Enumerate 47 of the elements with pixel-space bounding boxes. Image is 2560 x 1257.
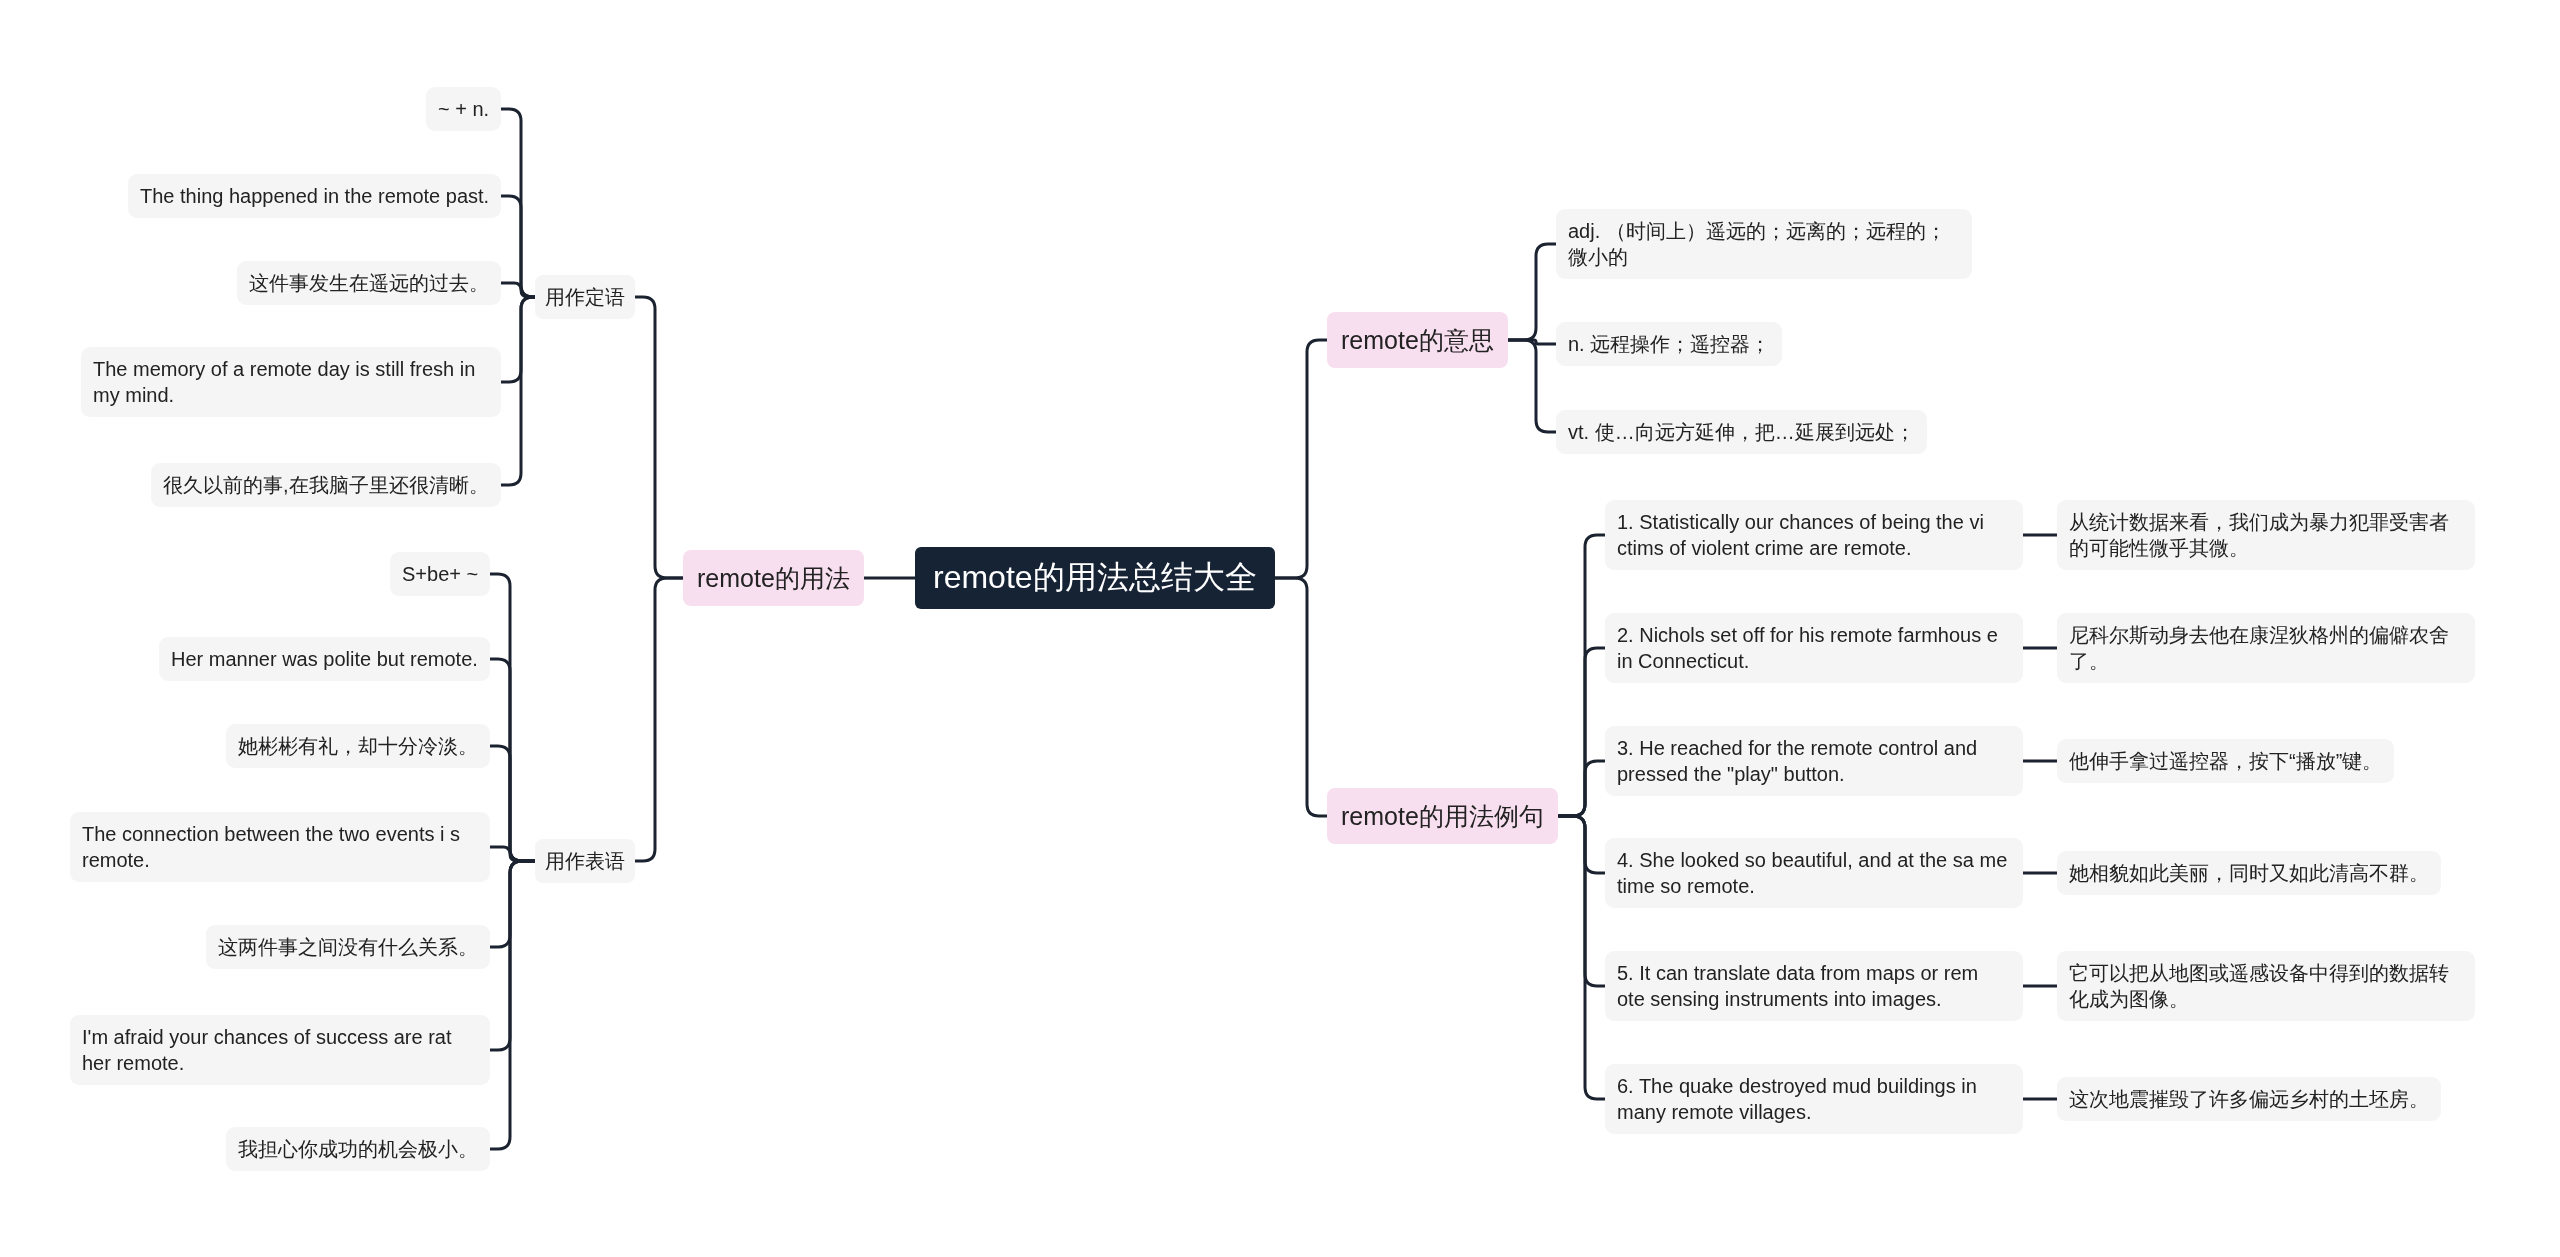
leaf-topic: 他伸手拿过遥控器，按下“播放”键。 <box>2057 739 2395 783</box>
leaf-topic: 6. The quake destroyed mud buildings in many remote villages. <box>1605 1064 2023 1134</box>
branch-topic: remote的意思 <box>1327 311 1508 368</box>
leaf-topic: 她相貌如此美丽，同时又如此清高不群。 <box>2057 851 2441 895</box>
subtopic: 用作表语 <box>535 839 635 883</box>
connector-line <box>2023 759 2057 763</box>
leaf-topic: 从统计数据来看，我们成为暴力犯罪受害者的可能性微乎其微。 <box>2057 500 2475 570</box>
leaf-topic: I'm afraid your chances of success are rat her remote. <box>70 1015 490 1085</box>
subtopic: 用作定语 <box>535 275 635 319</box>
leaf-topic: The connection between the two events i s remote. <box>70 812 490 882</box>
leaf-topic: 这两件事之间没有什么关系。 <box>206 925 490 969</box>
connector-line <box>864 576 915 580</box>
root-topic: remote的用法总结大全 <box>915 547 1275 609</box>
leaf-topic: 这件事发生在遥远的过去。 <box>237 261 501 305</box>
branch-topic: remote的用法例句 <box>1327 787 1558 844</box>
branch-topic: remote的用法 <box>683 549 864 606</box>
connector-line <box>1508 338 1556 434</box>
leaf-topic: vt. 使…向远方延伸，把…延展到远处； <box>1556 410 1927 454</box>
leaf-topic: 5. It can translate data from maps or rem ote sensing instruments into images. <box>1605 951 2023 1021</box>
leaf-topic: 4. She looked so beautiful, and at the sa me time so remote. <box>1605 838 2023 908</box>
leaf-topic: 尼科尔斯动身去他在康涅狄格州的偏僻农舍了。 <box>2057 613 2475 683</box>
leaf-topic: The memory of a remote day is still fresh in my mind. <box>81 347 501 417</box>
connector-line <box>2023 871 2057 875</box>
leaf-topic: 3. He reached for the remote control and pressed the "play" button. <box>1605 726 2023 796</box>
leaf-topic: Her manner was polite but remote. <box>159 637 490 681</box>
leaf-topic: n. 远程操作；遥控器； <box>1556 322 1783 366</box>
leaf-topic: 它可以把从地图或遥感设备中得到的数据转化成为图像。 <box>2057 951 2475 1021</box>
leaf-topic: 很久以前的事,在我脑子里还很清晰。 <box>151 463 501 507</box>
connector-line <box>635 576 683 863</box>
connector-line <box>2023 533 2057 537</box>
leaf-topic: 这次地震摧毁了许多偏远乡村的土坯房。 <box>2057 1077 2441 1121</box>
leaf-topic: S+be+ ~ <box>390 552 491 596</box>
leaf-topic: 她彬彬有礼，却十分冷淡。 <box>226 724 490 768</box>
connector-line <box>1558 814 1605 1101</box>
connector-line <box>490 859 535 1151</box>
leaf-topic: 1. Statistically our chances of being the vi ctims of violent crime are remote. <box>1605 500 2023 570</box>
leaf-topic: 我担心你成功的机会极小。 <box>226 1127 490 1171</box>
connector-line <box>501 295 535 487</box>
connector-line <box>2023 646 2057 650</box>
leaf-topic: The thing happened in the remote past. <box>128 174 502 218</box>
connector-line <box>501 194 535 299</box>
connector-line <box>2023 1097 2057 1101</box>
connector-line <box>2023 984 2057 988</box>
leaf-topic: 2. Nichols set off for his remote farmhous e in Connecticut. <box>1605 613 2023 683</box>
leaf-topic: adj. （时间上）遥远的；远离的；远程的；微小的 <box>1556 209 1972 279</box>
connector-line <box>1275 576 1327 818</box>
leaf-topic: ~ + n. <box>426 87 502 131</box>
